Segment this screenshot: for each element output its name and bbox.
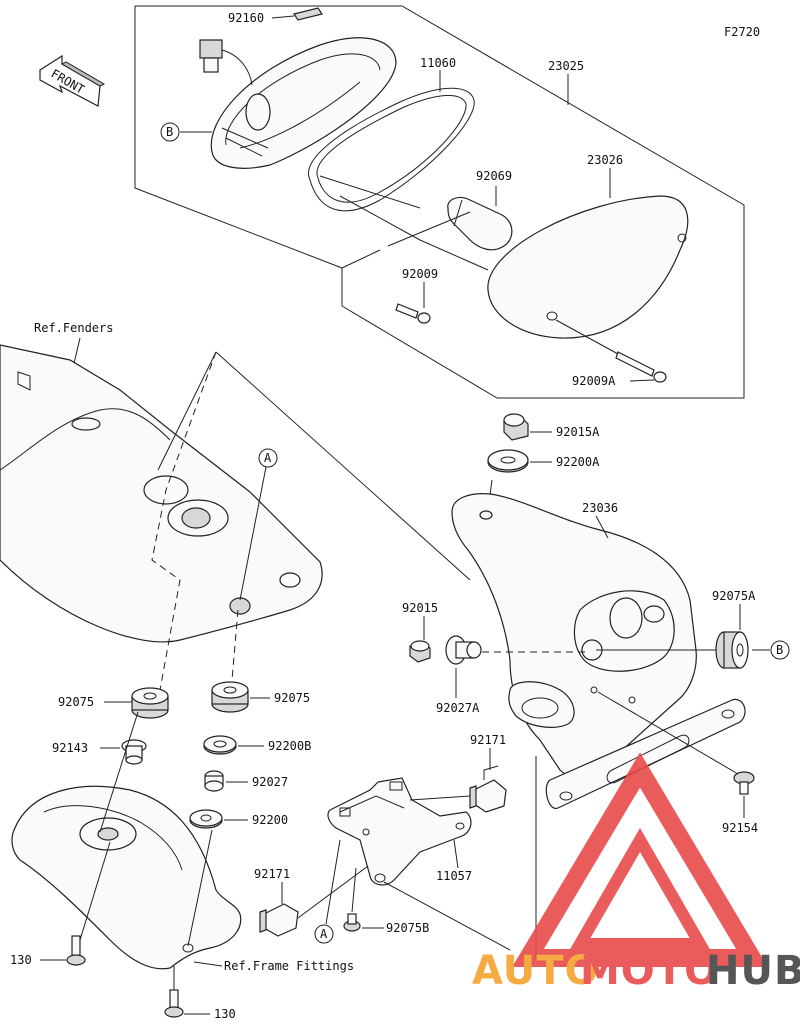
screw-92009-icon — [395, 303, 431, 324]
callout-92015: 92015 — [402, 601, 438, 615]
license-bracket-23036 — [451, 493, 697, 779]
callout-92200A: 92200A — [556, 455, 600, 469]
washer-92200-icon — [189, 809, 223, 829]
callout-92171-top: 92171 — [470, 733, 506, 747]
callout-92015A: 92015A — [556, 425, 600, 439]
callout-23025: 23025 — [548, 59, 584, 73]
collar-92027A-icon — [445, 635, 482, 665]
callout-92027: 92027 — [252, 775, 288, 789]
gasket-11060 — [308, 87, 475, 212]
marker-a-top: A — [258, 448, 278, 468]
callout-92075A: 92075A — [712, 589, 756, 603]
marker-a-bottom: A — [314, 924, 334, 944]
marker-b-top: B — [160, 122, 180, 142]
svg-text:A: A — [264, 451, 272, 465]
figure-code: F2720 — [724, 25, 760, 39]
callout-92009A: 92009A — [572, 374, 616, 388]
callout-92075-right: 92075 — [274, 691, 310, 705]
washer-92200A-icon — [487, 449, 529, 473]
callout-11057: 11057 — [436, 869, 472, 883]
screw-92009A-icon — [615, 351, 667, 383]
watermark-logo: AUTO MOTO HUB — [472, 752, 800, 994]
callout-92027A: 92027A — [436, 701, 480, 715]
callout-23026: 23026 — [587, 153, 623, 167]
grommet-92075-left-icon — [131, 687, 169, 719]
bulb-92069-icon — [447, 196, 513, 251]
callout-92200B: 92200B — [268, 739, 311, 753]
callout-130-bottom: 130 — [214, 1007, 236, 1021]
bolt-130-top-icon — [66, 935, 86, 966]
callout-92160: 92160 — [228, 11, 264, 25]
taillight-assembly-box — [134, 5, 745, 399]
callout-130-top: 130 — [10, 953, 32, 967]
grommet-92075A-icon — [715, 631, 749, 669]
callout-92075B: 92075B — [386, 921, 429, 935]
bolt-92075B-icon — [343, 913, 361, 932]
frame-fitting — [11, 785, 242, 970]
svg-text:B: B — [166, 125, 173, 139]
grommet-92075-right-icon — [211, 681, 249, 713]
callout-23036: 23036 — [582, 501, 618, 515]
marker-b-right: B — [770, 640, 790, 660]
callout-11060: 11060 — [420, 56, 456, 70]
bracket-11057 — [327, 777, 472, 886]
rear-fender — [0, 344, 323, 643]
bolt-130-bottom-icon — [164, 989, 184, 1018]
nut-92015-icon — [409, 640, 431, 663]
spacer-92027-icon — [204, 770, 224, 792]
watermark-hub: HUB — [706, 948, 800, 994]
washer-92200B-icon — [203, 735, 237, 755]
nut-92015A-icon — [503, 413, 529, 441]
lens-23026 — [487, 195, 689, 339]
collar-92143-icon — [121, 739, 147, 765]
plate-holder — [545, 698, 746, 809]
ref-fenders: Ref.Fenders — [34, 321, 113, 335]
callout-92009: 92009 — [402, 267, 438, 281]
connector-icon — [199, 39, 223, 59]
callout-92143: 92143 — [52, 741, 88, 755]
callout-92075-left: 92075 — [58, 695, 94, 709]
callout-92154: 92154 — [722, 821, 758, 835]
svg-text:A: A — [320, 927, 328, 941]
watermark-auto: AUTO — [472, 948, 600, 994]
callout-92200: 92200 — [252, 813, 288, 827]
part-92160-icon — [293, 7, 323, 21]
front-arrow-icon: FRONT — [39, 54, 106, 107]
ref-frame-fittings: Ref.Frame Fittings — [224, 959, 354, 973]
clamp-92171-bottom-icon — [259, 903, 299, 937]
svg-text:B: B — [776, 643, 783, 657]
clamp-92171-top-icon — [469, 765, 507, 813]
callout-92069: 92069 — [476, 169, 512, 183]
callout-92171-bottom: 92171 — [254, 867, 290, 881]
watermark-moto: MOTO — [580, 948, 719, 994]
taillight-housing — [199, 37, 397, 169]
screw-92154-icon — [733, 771, 755, 795]
